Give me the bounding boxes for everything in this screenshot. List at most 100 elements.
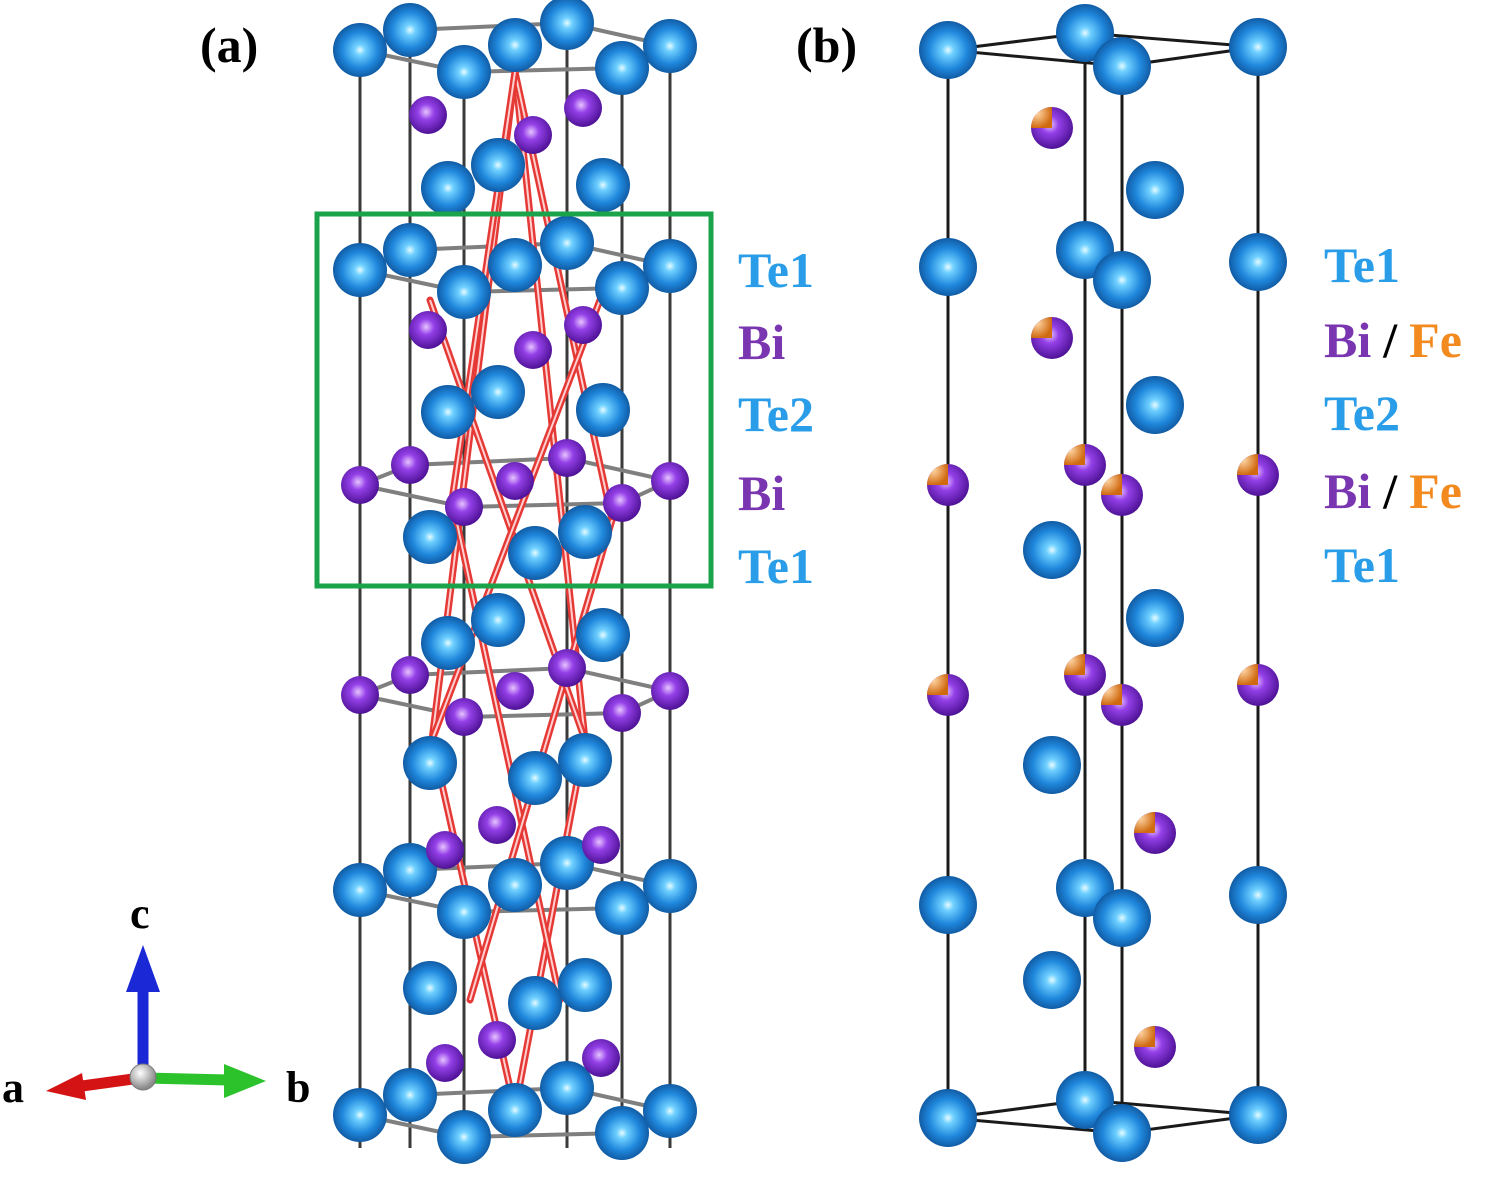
bi-atom-body <box>514 116 552 154</box>
fe-wedge <box>1237 454 1258 475</box>
te-atom-a-int-3 <box>421 385 475 439</box>
te-atom-body <box>437 1110 491 1164</box>
primitive-edge-highlight <box>514 71 586 741</box>
te-atom-ring0-5 <box>437 45 491 99</box>
fe-wedge <box>927 464 948 485</box>
te-atom-body <box>1056 4 1114 62</box>
te-atom-body <box>437 265 491 319</box>
te-atom-body <box>558 958 612 1012</box>
te-atom-ring0-1 <box>383 3 437 57</box>
te-atom-body <box>1229 233 1287 291</box>
te-atom-b-15 <box>1229 866 1287 924</box>
te-atom-body <box>558 733 612 787</box>
fe-wedge <box>1064 444 1085 465</box>
te-atom-ring3-4 <box>595 1106 649 1160</box>
te-atom-b-11 <box>1126 589 1184 647</box>
te-atom-body <box>383 843 437 897</box>
te-atom-body <box>403 510 457 564</box>
bi-atom-body <box>564 89 602 127</box>
bi-atom-body <box>548 649 586 687</box>
te-atom-body <box>403 961 457 1015</box>
te-atom-ring2-0 <box>333 863 387 917</box>
fe-wedge <box>927 674 948 695</box>
panel-label-b: (b) <box>796 17 857 73</box>
bi-atom-body <box>478 1021 516 1059</box>
te-atom-body <box>1229 1086 1287 1144</box>
te-atom-body <box>471 138 525 192</box>
te-atom-ring0-0 <box>333 23 387 77</box>
layer-label-a-1: Te1 <box>738 242 814 298</box>
te-atom-ring3-3 <box>643 1084 697 1138</box>
bi-atom-body <box>564 306 602 344</box>
te-atom-a-int-8 <box>558 505 612 559</box>
te-atom-body <box>508 526 562 580</box>
bi-atom-a-int-7 <box>426 831 464 869</box>
bi-atom-ring1-3 <box>651 672 689 710</box>
te-atom-a-int-2 <box>576 158 630 212</box>
layer-label-b-2: Bi/Fe <box>1324 312 1462 368</box>
te-atom-body <box>919 1089 977 1147</box>
te-atom-a-int-13 <box>508 751 562 805</box>
te-atom-b-13 <box>919 876 977 934</box>
bi-atom-ring0-3 <box>651 462 689 500</box>
te-atom-body <box>1093 37 1151 95</box>
bi-atom-b-6 <box>927 674 969 716</box>
bi-atom-a-int-10 <box>478 1021 516 1059</box>
te-atom-b-8 <box>1093 251 1151 309</box>
bi-atom-b-1 <box>1031 317 1073 359</box>
te-atom-b-17 <box>1023 951 1081 1009</box>
te-atom-a-int-7 <box>508 526 562 580</box>
bi-atom-body <box>409 311 447 349</box>
te-atom-ring2-4 <box>595 881 649 935</box>
bi-atom-ring0-5 <box>445 488 483 526</box>
te-atom-ring1-0 <box>333 243 387 297</box>
bi-atom-b-11 <box>1134 1026 1176 1068</box>
te-atom-a-int-17 <box>558 958 612 1012</box>
te-atom-body <box>333 243 387 297</box>
axis-origin <box>129 1063 157 1091</box>
panel-b-cell-edges <box>946 31 1260 1135</box>
bi-atom-ring1-2 <box>548 649 586 687</box>
te-atom-ring1-4 <box>595 261 649 315</box>
te-atom-body <box>1023 521 1081 579</box>
te-atom-body <box>403 736 457 790</box>
bi-atom-b-4 <box>1237 454 1279 496</box>
bi-atom-body <box>496 672 534 710</box>
layer-label-a-5: Te1 <box>738 538 814 594</box>
te-atom-body <box>488 1083 542 1137</box>
te-atom-body <box>383 1068 437 1122</box>
bi-atom-body <box>426 831 464 869</box>
te-atom-b-10 <box>1023 521 1081 579</box>
layer-label-b-5: Te1 <box>1324 537 1400 593</box>
bi-atom-b-7 <box>1064 654 1106 696</box>
bi-atom-ring0-4 <box>603 484 641 522</box>
bi-atom-body <box>548 439 586 477</box>
bi-atom-body <box>445 698 483 736</box>
bi-atom-body <box>514 331 552 369</box>
te-atom-ring1-5 <box>437 265 491 319</box>
bi-atom-a-int-3 <box>409 311 447 349</box>
te-atom-ring0-3 <box>643 19 697 73</box>
te-atom-body <box>333 23 387 77</box>
te-atom-body <box>919 21 977 79</box>
te-atom-body <box>508 751 562 805</box>
bi-atom-body <box>391 446 429 484</box>
te-atom-body <box>919 238 977 296</box>
bi-atom-ring1-4 <box>603 694 641 732</box>
te-atom-body <box>471 593 525 647</box>
bi-atom-b-10 <box>1134 812 1176 854</box>
te-atom-b-2 <box>1229 18 1287 76</box>
layer-label-a-2: Bi <box>738 314 785 370</box>
bi-atom-body <box>341 466 379 504</box>
layer-label-b-1: Te1 <box>1324 237 1400 293</box>
te-atom-body <box>540 836 594 890</box>
te-atom-body <box>421 385 475 439</box>
te-atom-a-int-14 <box>558 733 612 787</box>
te-atom-body <box>558 505 612 559</box>
bi-atom-a-int-1 <box>514 116 552 154</box>
te-atom-body <box>488 238 542 292</box>
te-atom-body <box>595 1106 649 1160</box>
te-atom-body <box>576 158 630 212</box>
panel-a-structure <box>314 0 714 1164</box>
bi-atom-body <box>391 656 429 694</box>
